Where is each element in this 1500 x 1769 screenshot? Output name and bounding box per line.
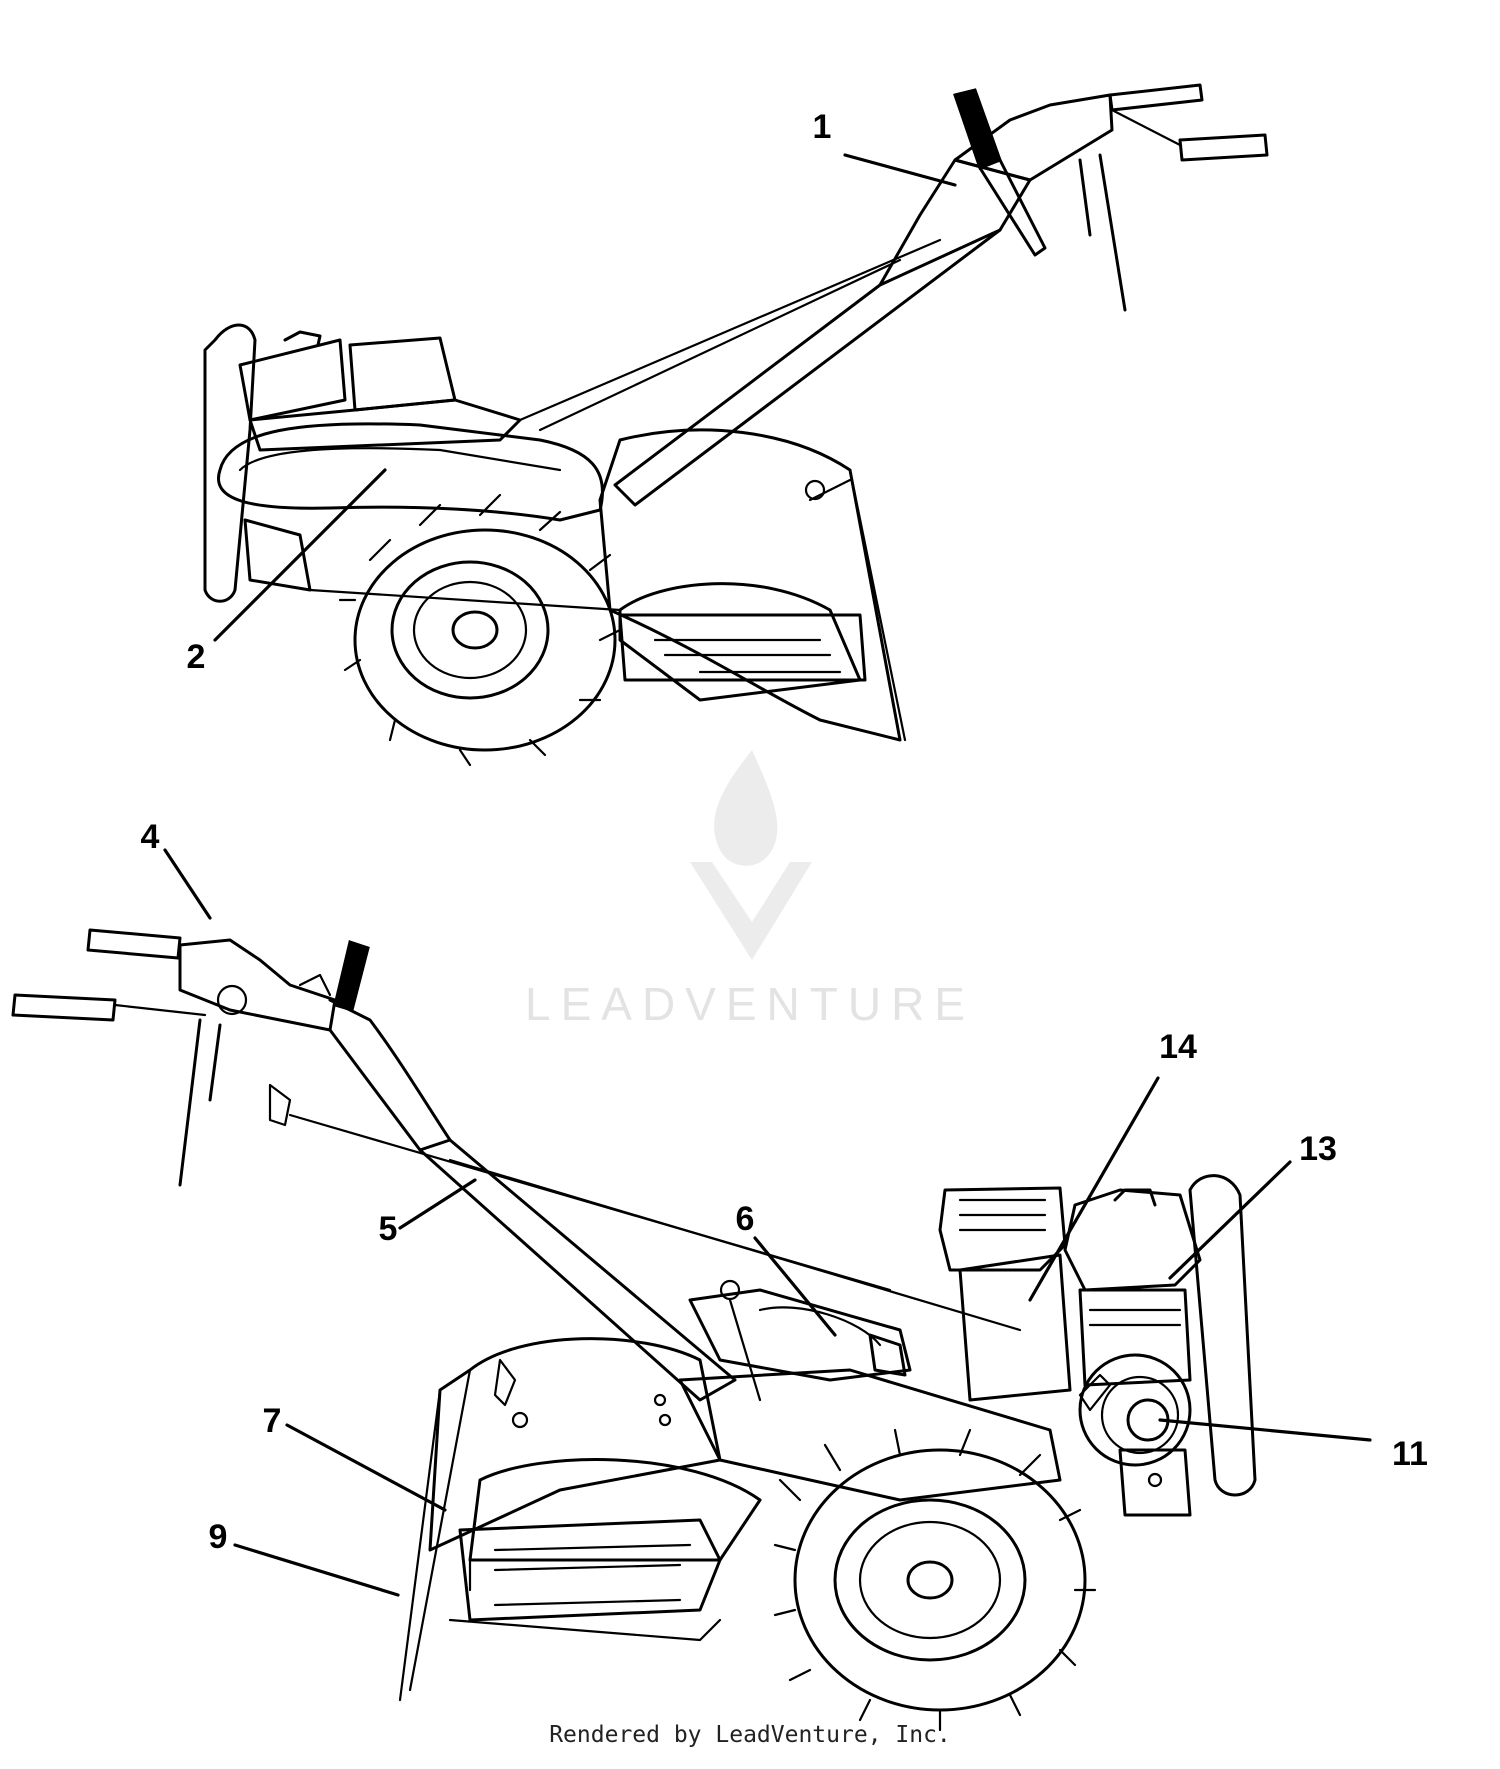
fuel-cap	[283, 330, 322, 347]
wheel-hub	[451, 610, 499, 650]
handle-grip-upper-left	[86, 928, 182, 960]
wheel-rim	[390, 560, 550, 700]
tire-treads	[338, 493, 622, 767]
leader-14	[1028, 1076, 1160, 1302]
front-bumper	[203, 323, 257, 603]
flame-v-logo-icon	[690, 750, 812, 960]
leader-1	[843, 153, 957, 187]
starter-handle	[1078, 1373, 1112, 1412]
leader-2	[213, 468, 387, 642]
drive-lever-grip	[333, 940, 370, 1012]
leader-6	[753, 1236, 837, 1337]
upper-tiller-view: 1 2	[187, 83, 1269, 767]
leader-7	[285, 1423, 447, 1512]
side-shield	[458, 1518, 722, 1622]
air-cleaner-cover	[938, 1186, 1067, 1272]
rear-bumper	[1188, 1174, 1257, 1497]
leader-5	[398, 1178, 477, 1230]
air-cleaner	[958, 1253, 1072, 1402]
transmission-housing	[678, 1368, 1062, 1502]
handle-grip-upper-right	[1108, 83, 1204, 112]
handle-column-top	[878, 158, 1032, 287]
belt-guard	[688, 1288, 912, 1382]
wheel-tire	[353, 528, 617, 752]
callout-2: 2	[187, 638, 206, 676]
watermark: LEADVENTURE	[525, 750, 975, 1030]
depth-bar-pin	[804, 479, 826, 501]
callout-6: 6	[736, 1200, 755, 1238]
leader-9	[233, 1543, 400, 1597]
drive-lever	[978, 158, 1047, 257]
footer-credit: Rendered by LeadVenture, Inc.	[549, 1722, 951, 1748]
depth-bar-bracket	[493, 1358, 517, 1407]
handle-grip-lower-right	[1178, 133, 1269, 162]
callout-13: 13	[1299, 1130, 1337, 1168]
handle-grip-lower-left	[11, 993, 117, 1022]
engine-block	[1078, 1288, 1192, 1387]
wheel-hub	[906, 1560, 954, 1600]
handle-column	[328, 998, 452, 1152]
recoil-starter	[1078, 1353, 1192, 1467]
side-shield	[618, 582, 862, 702]
engine-shroud	[348, 336, 457, 412]
callout-7: 7	[263, 1402, 282, 1440]
callout-4: 4	[141, 818, 160, 856]
callout-1: 1	[813, 108, 832, 146]
tine-hood	[428, 1337, 722, 1552]
handle-tube	[418, 1138, 737, 1402]
fuel-cap	[1113, 1188, 1157, 1207]
tire-treads	[773, 1428, 1097, 1732]
callout-14: 14	[1159, 1028, 1197, 1066]
frame-bracket	[1118, 1448, 1192, 1517]
callout-9: 9	[209, 1518, 228, 1556]
leader-4	[163, 848, 212, 920]
callout-11: 11	[1392, 1435, 1428, 1473]
fuel-tank	[238, 338, 347, 422]
handle-head	[178, 938, 337, 1032]
leader-13	[1168, 1160, 1292, 1280]
watermark-text: LEADVENTURE	[525, 978, 975, 1030]
handle-tube	[613, 228, 1002, 507]
side-shield-plate	[618, 613, 867, 682]
engine-base	[248, 398, 522, 452]
tine-hood	[598, 428, 902, 742]
callout-5: 5	[379, 1210, 398, 1248]
leader-11	[1158, 1418, 1372, 1442]
wheel-tire	[793, 1448, 1087, 1712]
shield-top	[468, 1458, 762, 1562]
lower-tiller-view: 4 5 6 7 9 11 13 14	[11, 818, 1428, 1732]
control-cable	[518, 238, 942, 422]
belt-cover	[217, 422, 604, 522]
wheel-rim	[833, 1498, 1027, 1662]
